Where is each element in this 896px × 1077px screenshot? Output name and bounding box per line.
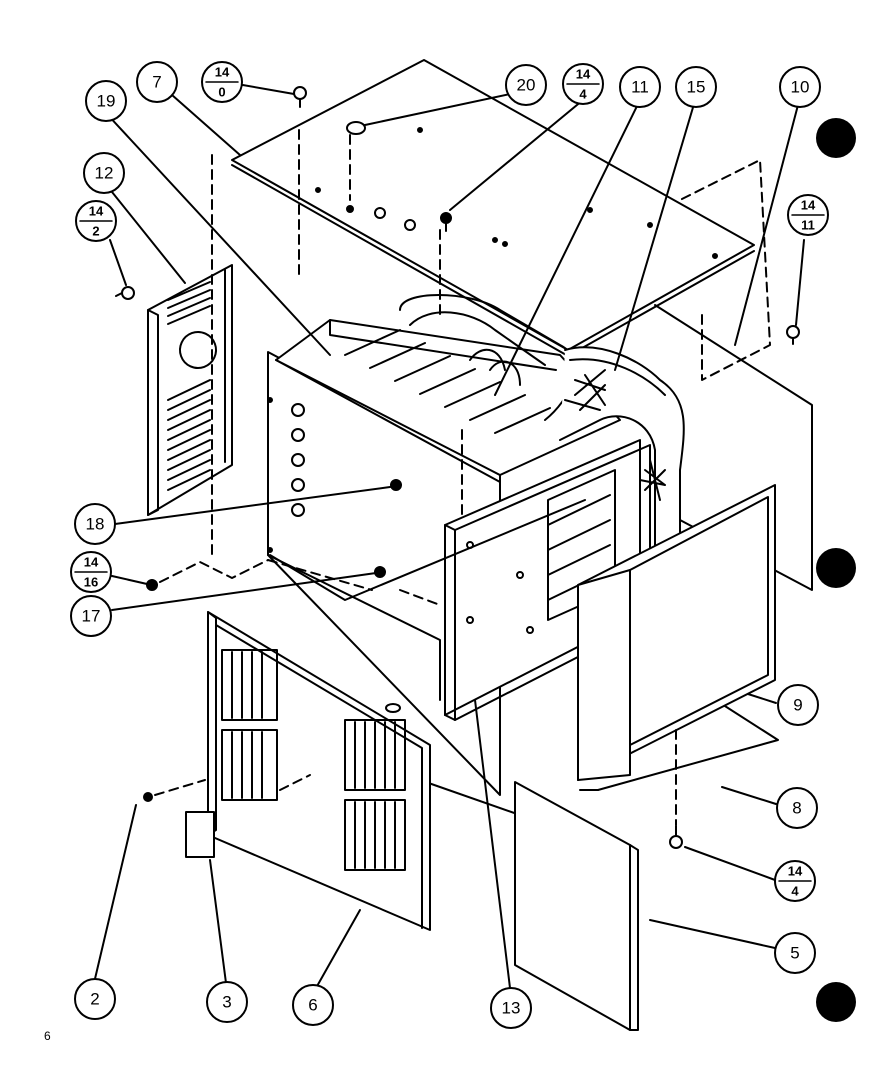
evaporator-coil-part: [275, 294, 621, 476]
callout-11: 11: [631, 78, 649, 97]
fraction-14-4a-top: 14: [576, 67, 591, 82]
callout-3: 3: [222, 993, 231, 1012]
callout-2: 2: [90, 990, 99, 1009]
fraction-14-0-top: 14: [215, 65, 230, 80]
leader-lines: [93, 83, 805, 989]
callout-20: 20: [517, 76, 536, 95]
fraction-14-4a-bottom: 4: [579, 87, 587, 102]
side-grille-part: [147, 264, 233, 516]
screws-group: [115, 86, 800, 849]
callout-6: 6: [308, 996, 317, 1015]
fraction-14-11-bottom: 11: [801, 218, 815, 233]
fraction-14-4b-top: 14: [788, 864, 803, 879]
fraction-14-11-top: 14: [801, 198, 816, 213]
callout-5: 5: [790, 944, 799, 963]
alignment-lines: [154, 129, 771, 826]
callout-15: 15: [687, 78, 706, 97]
label-plate-part: [185, 811, 215, 858]
fraction-bars: [74, 81, 825, 882]
registration-dots: [816, 118, 856, 1022]
callout-12: 12: [95, 164, 114, 183]
fraction-14-0-bottom: 0: [218, 85, 225, 100]
callout-13: 13: [502, 999, 521, 1018]
fraction-14-2-top: 14: [89, 204, 104, 219]
callout-18: 18: [86, 515, 105, 534]
corner-mark: 6: [44, 1029, 51, 1043]
callout-17: 17: [82, 607, 101, 626]
callout-19: 19: [97, 92, 116, 111]
condenser-housing-part: [559, 346, 685, 591]
fraction-14-2-bottom: 2: [92, 224, 99, 239]
fraction-14-4b-bottom: 4: [791, 884, 799, 899]
callout-8: 8: [792, 799, 801, 818]
fraction-14-16-top: 14: [84, 555, 99, 570]
top-cover-part: [231, 59, 755, 357]
filter-part: [514, 781, 639, 1031]
frame-part: [577, 484, 776, 781]
callout-7: 7: [152, 73, 161, 92]
callout-10: 10: [791, 78, 810, 97]
callout-9: 9: [793, 696, 802, 715]
fraction-14-16-bottom: 16: [84, 575, 98, 590]
